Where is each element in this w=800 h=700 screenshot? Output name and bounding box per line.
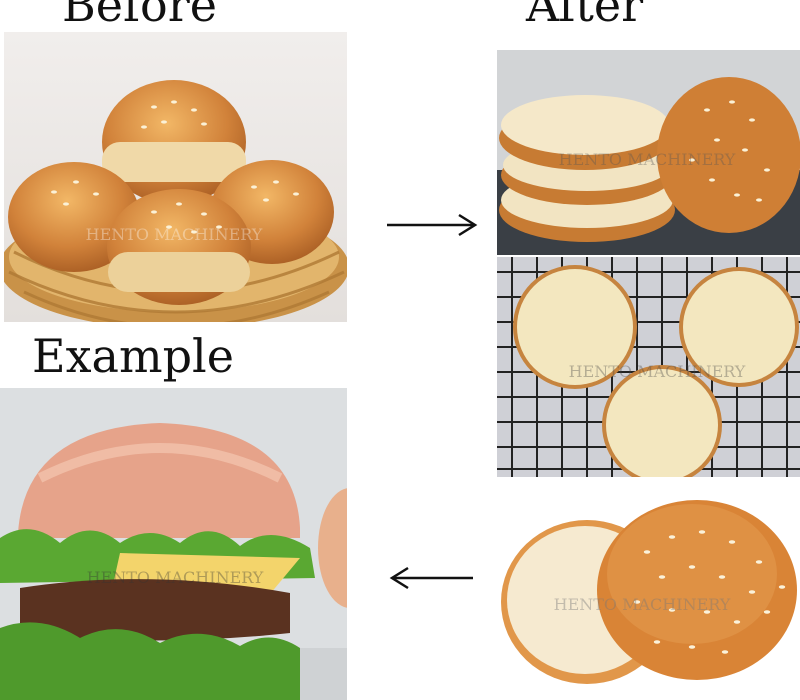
watermark-text: HENTO MACHINERY: [87, 568, 264, 587]
watermark-text: HENTO MACHINERY: [569, 362, 746, 381]
after-photo-slices-on-rack: HENTO MACHINERY: [497, 257, 800, 477]
watermark-text: HENTO MACHINERY: [554, 595, 731, 614]
after-heading: After: [526, 0, 644, 32]
arrow-left-icon: [388, 563, 478, 597]
result-photo-open-sesame-bun: HENTO MACHINERY: [497, 492, 800, 700]
before-heading: Before: [62, 0, 217, 32]
watermark-text: HENTO MACHINERY: [86, 225, 263, 244]
arrow-right-icon: [385, 210, 480, 244]
before-photo-buns-in-basket: HENTO MACHINERY: [4, 32, 347, 322]
after-photo-sliced-stack: HENTO MACHINERY: [497, 50, 800, 255]
watermark-text: HENTO MACHINERY: [559, 150, 736, 169]
example-heading: Example: [32, 329, 234, 383]
example-photo-burger: HENTO MACHINERY: [0, 388, 347, 700]
